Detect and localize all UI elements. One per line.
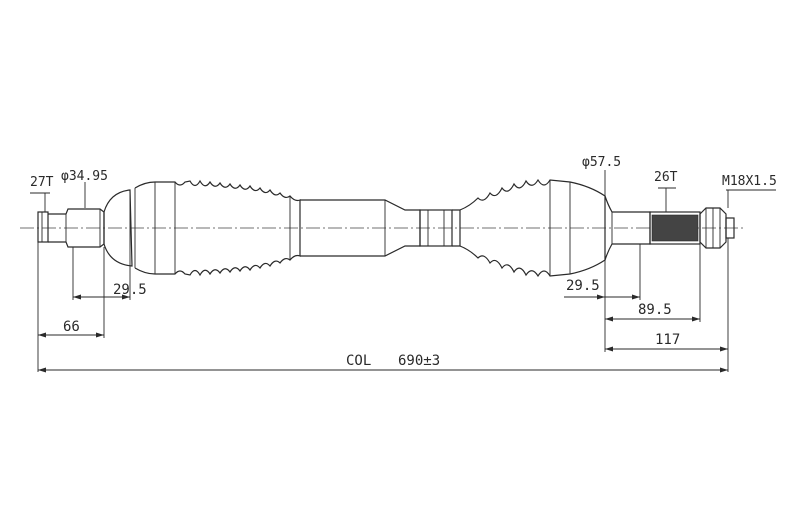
leader-diameter-left: φ34.95 (61, 169, 108, 208)
dim-right-total: 117 (605, 238, 729, 372)
thread-label: M18X1.5 (722, 174, 777, 189)
dim-left-stub-label: 66 (63, 319, 80, 335)
dim-overall-prefix: COL (346, 353, 371, 369)
leader-26t: 26T (654, 170, 678, 212)
main-shaft (300, 199, 461, 257)
dim-left-boot-label: 29.5 (113, 282, 147, 298)
left-boot (134, 179, 301, 277)
left-cv-joint (103, 188, 136, 268)
dim-right-boot-label: 29.5 (566, 278, 600, 294)
dim-left-stub: 66 (37, 242, 105, 372)
spline-right-label: 26T (654, 170, 678, 185)
spline-left-label: 27T (30, 175, 54, 190)
diameter-right-label: φ57.5 (582, 155, 621, 170)
dim-right-total-label: 117 (655, 332, 680, 348)
diameter-left-label: φ34.95 (61, 169, 108, 184)
leader-diameter-right: φ57.5 (582, 155, 621, 196)
dim-overall: COL 690±3 (38, 353, 728, 373)
leader-thread: M18X1.5 (722, 174, 777, 208)
right-thread (699, 207, 735, 249)
right-boot (459, 178, 606, 278)
dim-left-boot: 29.5 (72, 247, 147, 300)
right-stub-spline (649, 211, 701, 245)
leader-27t: 27T (30, 175, 54, 212)
dim-right-stub: 89.5 (605, 244, 701, 322)
dim-overall-label: 690±3 (398, 353, 440, 369)
dim-right-boot: 29.5 (564, 244, 641, 352)
dim-right-stub-label: 89.5 (638, 302, 672, 318)
